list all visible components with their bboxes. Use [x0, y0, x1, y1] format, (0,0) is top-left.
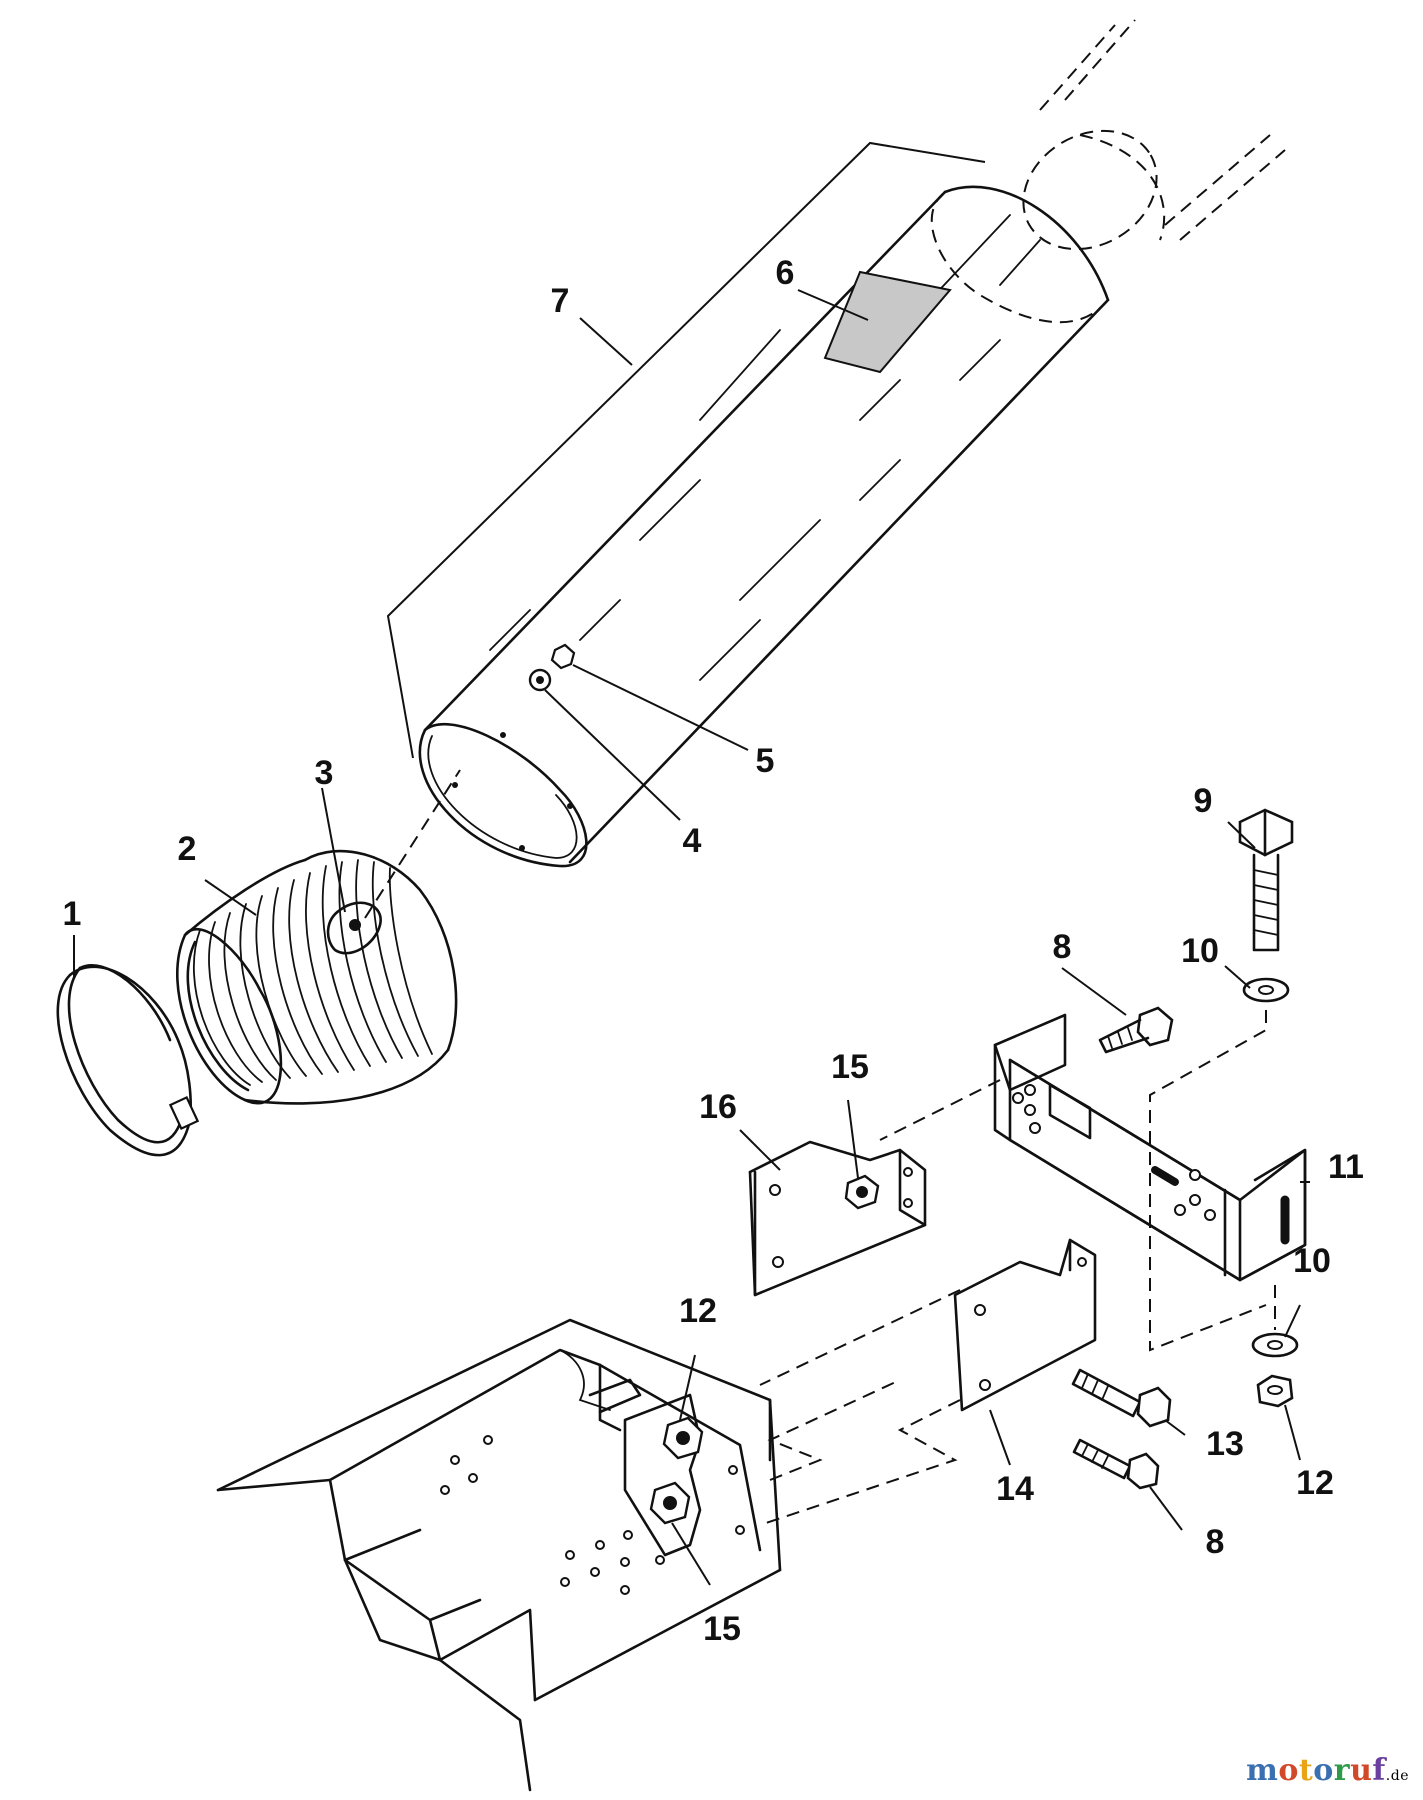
callout-7: 7: [551, 282, 570, 320]
nut-12-right: [1256, 1374, 1294, 1408]
mower-frame: [216, 1318, 901, 1792]
callout-13: 13: [1206, 1425, 1244, 1463]
callout-1: 1: [63, 895, 82, 933]
leader-lines: [73, 289, 1310, 1586]
callout-15-frame: 15: [703, 1610, 741, 1648]
callout-6: 6: [776, 254, 795, 292]
bolt-13: [1071, 1368, 1172, 1428]
discharge-tube: [386, 141, 1110, 868]
bolt-9: [1238, 808, 1294, 952]
callout-8-lower: 8: [1206, 1523, 1225, 1561]
bracket-14: [759, 1238, 1097, 1526]
bolt-8-upper: [1098, 1006, 1174, 1054]
callout-labels: 1 2 3 4 5 6 7 8 8 9 10 10 11 12 12 13 14…: [63, 254, 1364, 1648]
callout-12-right: 12: [1296, 1464, 1334, 1502]
callout-4: 4: [683, 822, 702, 860]
callout-15-bracket: 15: [831, 1048, 869, 1086]
callout-3: 3: [315, 754, 334, 792]
callout-8-upper: 8: [1053, 928, 1072, 966]
decal-label: [823, 270, 952, 374]
callout-11: 11: [1328, 1148, 1364, 1186]
callout-10-lower: 10: [1293, 1242, 1331, 1280]
bolt-8-lower: [1072, 1438, 1160, 1490]
washer-nut-on-tube: [528, 643, 576, 692]
callout-14: 14: [996, 1470, 1034, 1508]
bracket-16: [748, 1140, 927, 1297]
watermark-text: motoruf: [1246, 1753, 1386, 1788]
upper-pipe-hidden: [1022, 19, 1286, 251]
hose-clamp: [56, 964, 200, 1157]
callout-16: 16: [699, 1088, 737, 1126]
callout-12-frame: 12: [679, 1292, 717, 1330]
flex-bellows: [176, 769, 461, 1105]
callout-10-upper: 10: [1181, 932, 1219, 970]
watermark-tld: .de: [1385, 1768, 1409, 1784]
callout-2: 2: [178, 830, 197, 868]
callout-9: 9: [1194, 782, 1213, 820]
washer-10-top: [1242, 977, 1290, 1003]
callout-5: 5: [756, 742, 775, 780]
washer-10-bottom: [1251, 1285, 1299, 1358]
watermark-logo: motoruf.de: [1246, 1753, 1409, 1788]
bracket-11: [879, 1010, 1307, 1352]
